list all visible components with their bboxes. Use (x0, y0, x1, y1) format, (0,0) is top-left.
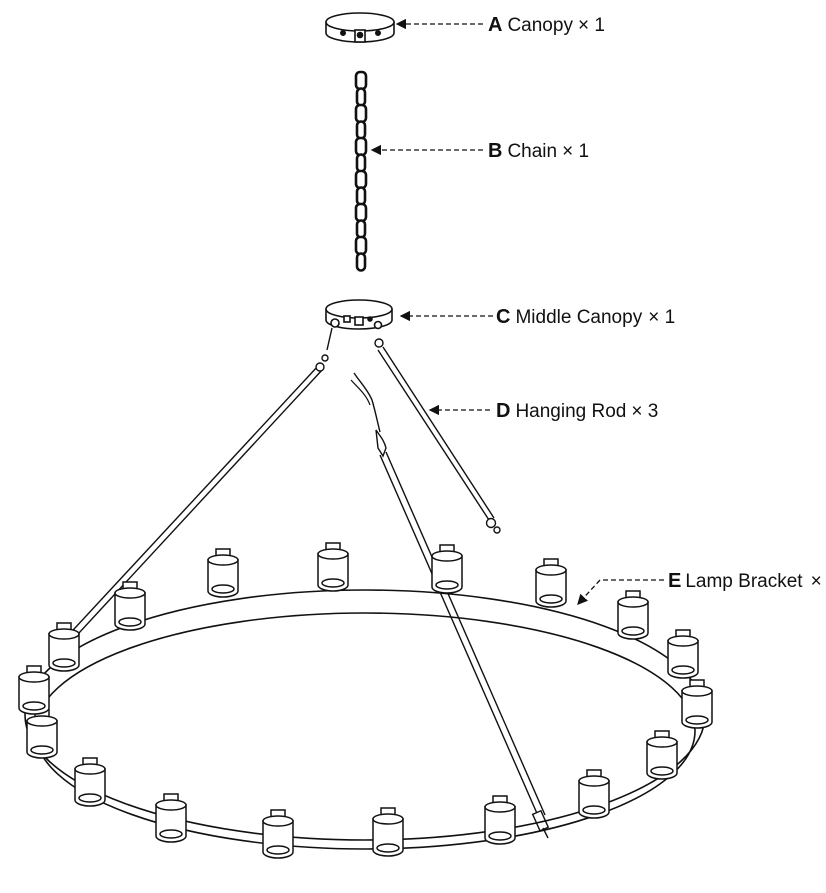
lamp-socket (114, 581, 146, 631)
leader-e (577, 579, 664, 605)
canopy-drawing (325, 12, 395, 43)
lamp-socket (155, 793, 187, 843)
chain-link (354, 103, 368, 124)
lamp-socket (48, 622, 80, 672)
chain-link (354, 169, 368, 190)
chain-link (355, 153, 367, 173)
lamp-socket (431, 544, 463, 594)
chain-link (354, 202, 368, 223)
lamp-socket (18, 665, 50, 715)
chain-link (355, 87, 367, 107)
chain-link (355, 219, 367, 239)
lamp-socket (372, 807, 404, 857)
lamp-sockets (18, 542, 713, 859)
lamp-socket (484, 795, 516, 845)
chain-link (355, 186, 367, 206)
chain-link (355, 120, 367, 140)
lamp-socket (535, 558, 567, 608)
lamp-socket (578, 769, 610, 819)
lamp-socket (667, 629, 699, 679)
lamp-socket (262, 809, 294, 859)
callout-leaders (370, 18, 664, 605)
lamp-socket (646, 730, 678, 780)
middle-canopy-drawing (325, 299, 393, 330)
chain-link (354, 235, 368, 256)
lamp-socket (74, 757, 106, 807)
lamp-socket (681, 679, 713, 729)
lamp-socket (207, 548, 239, 598)
lamp-socket (317, 542, 349, 592)
chain-drawing (354, 70, 368, 272)
chain-link (354, 70, 368, 91)
lamp-socket (617, 590, 649, 640)
hanging-rods-drawing (48, 327, 550, 839)
chain-link (355, 252, 367, 272)
lamp-socket (26, 709, 58, 759)
chain-link (354, 136, 368, 157)
